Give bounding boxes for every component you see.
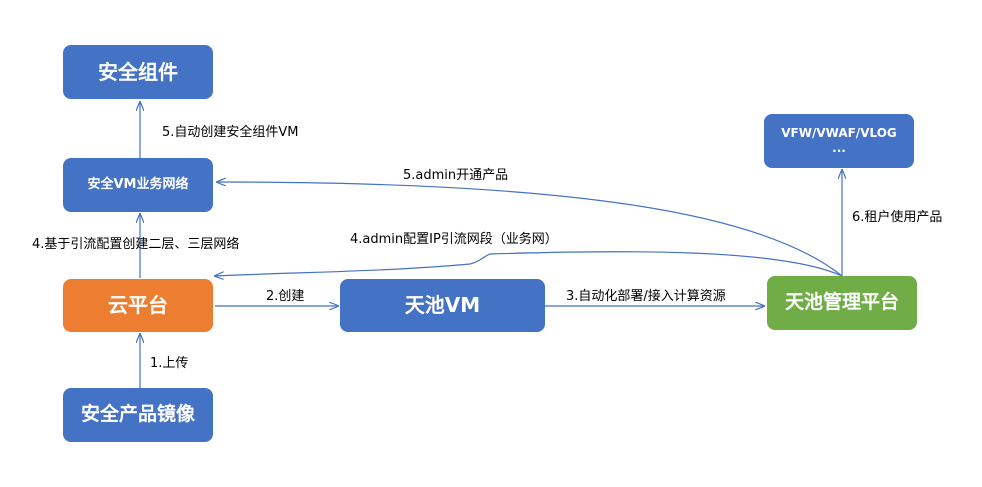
vfw-line2: ... xyxy=(832,141,846,155)
tianchi-vm-node: 天池VM xyxy=(340,279,545,332)
vfw-line1: VFW/VWAF/VLOG xyxy=(781,126,897,140)
label-auto-deploy: 3.自动化部署/接入计算资源 xyxy=(566,289,726,304)
security-component-node: 安全组件 xyxy=(63,45,213,99)
cloud-platform-node: 云平台 xyxy=(63,279,213,332)
arrow-admin-open xyxy=(217,182,843,277)
label-create: 2.创建 xyxy=(266,289,305,304)
security-image-node: 安全产品镜像 xyxy=(63,388,213,442)
vfw-vwaf-vlog-node: VFW/VWAF/VLOG ... xyxy=(764,114,914,168)
label-upload: 1.上传 xyxy=(150,356,189,371)
label-auto-create-vm: 5.自动创建安全组件VM xyxy=(162,125,299,140)
label-admin-ip: 4.admin配置IP引流网段（业务网） xyxy=(350,232,558,247)
arrow-admin-ip xyxy=(215,251,843,276)
label-create-l2l3: 4.基于引流配置创建二层、三层网络 xyxy=(32,237,240,252)
label-tenant-use: 6.租户使用产品 xyxy=(852,210,943,225)
label-admin-open: 5.admin开通产品 xyxy=(403,168,509,183)
tianchi-mgmt-node: 天池管理平台 xyxy=(767,276,917,330)
security-vm-network-node: 安全VM业务网络 xyxy=(63,158,213,212)
